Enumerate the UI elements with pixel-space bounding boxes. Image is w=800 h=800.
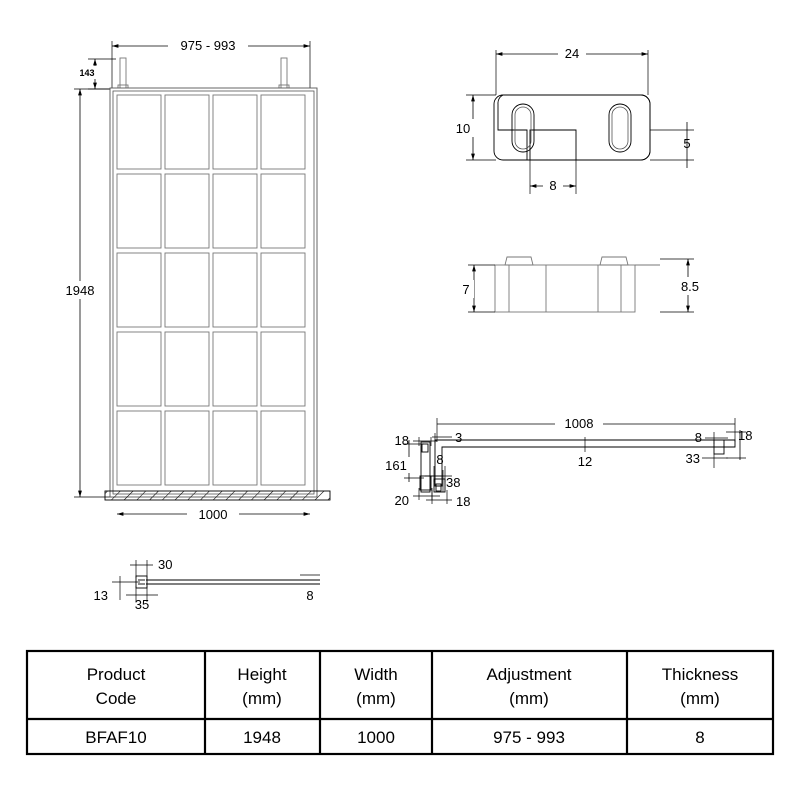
bracket-slot-right-inner: [611, 106, 629, 150]
dim-label-profile-top: 18: [395, 433, 409, 448]
dim-label-bg: [460, 280, 474, 298]
bracket-side-body: [494, 264, 636, 313]
dim-label-plan-total: 35: [135, 597, 149, 612]
dim-label-bracket-depth-right: 8.5: [681, 279, 699, 294]
spec-header-width-line1: Width: [354, 665, 397, 684]
glass-pane: [116, 173, 162, 249]
glass-pane: [260, 252, 306, 328]
glass-pane-grid: [116, 94, 306, 486]
glass-pane: [260, 410, 306, 486]
dim-label-arm-length: 1008: [565, 416, 594, 431]
dim-label-profile-base: 20: [395, 493, 409, 508]
spec-header-height-line2: (mm): [242, 689, 282, 708]
support-arm-end-block: [713, 439, 725, 455]
table-row: BFAF10 1948 1000 975 - 993 8: [85, 728, 704, 747]
dim-label-bg: [555, 414, 603, 432]
glass-pane: [212, 252, 258, 328]
spec-header-width-line2: (mm): [356, 689, 396, 708]
dim-label-arm-thickness: 3: [455, 430, 462, 445]
dim-label-bracket-offset: 143: [79, 68, 94, 78]
bracket-tab-right: [599, 256, 629, 266]
spec-cell-thickness: 8: [695, 728, 704, 747]
dim-label-bracket-notch: 8: [549, 178, 556, 193]
dim-label-bracket-step: 5: [683, 136, 690, 151]
dim-label-arm-right-c: 33: [686, 451, 700, 466]
spec-cell-product-code: BFAF10: [85, 728, 146, 747]
spec-table-border: [25, 649, 775, 756]
front-elevation-view: 975 - 993 143 1948: [58, 36, 331, 523]
dim-label-bg: [76, 66, 98, 79]
support-arm-foot: [433, 478, 446, 493]
spec-header-height-line1: Height: [237, 665, 286, 684]
dim-label-profile-height: 161: [385, 458, 407, 473]
dim-label-panel-height: 1948: [66, 283, 95, 298]
spec-header-product-code-line1: Product: [87, 665, 146, 684]
dim-label-bracket-width: 24: [565, 46, 579, 61]
dim-label-bg: [58, 281, 102, 299]
glass-pane: [116, 331, 162, 407]
bracket-tab-left: [504, 256, 534, 266]
dim-label-bg: [543, 176, 563, 194]
floor-hatching: [104, 490, 331, 501]
support-arm-foot-slot: [435, 483, 442, 492]
glass-pane: [164, 331, 210, 407]
glass-pane: [116, 94, 162, 170]
bracket-body-outline: [493, 94, 651, 161]
dim-label-bg: [676, 277, 704, 295]
spec-header-product-code-line2: Code: [96, 689, 137, 708]
dim-label-arm-right-b: 18: [738, 428, 752, 443]
spec-cell-adjustment: 975 - 993: [493, 728, 565, 747]
glass-pane: [212, 173, 258, 249]
glass-pane: [164, 173, 210, 249]
dim-label-bg: [382, 457, 410, 473]
spec-cell-height: 1948: [243, 728, 281, 747]
dim-label-adjustment: 975 - 993: [181, 38, 236, 53]
spec-header-thickness-line1: Thickness: [662, 665, 739, 684]
glass-pane: [260, 331, 306, 407]
support-arm-view: 3 1008 12 8 18 8 18 33: [426, 414, 752, 509]
dim-label-panel-width: 1000: [199, 507, 228, 522]
dim-label-plan-thickness: 8: [306, 588, 313, 603]
glass-pane: [164, 410, 210, 486]
dim-label-bg: [452, 119, 474, 137]
glass-pane: [164, 252, 210, 328]
wall-profile-view: 18 161 38 20: [382, 433, 460, 508]
dim-label-bracket-depth-left: 7: [462, 282, 469, 297]
glass-pane: [164, 94, 210, 170]
glass-pane: [116, 252, 162, 328]
wall-profile-body: [420, 441, 431, 493]
dim-label-arm-right-a: 8: [695, 430, 702, 445]
dim-label-arm-foot-width: 8: [436, 452, 443, 467]
plan-view-glass: 30 13 35 8: [94, 557, 320, 612]
glass-pane: [260, 94, 306, 170]
wall-profile-top-slot: [421, 443, 429, 453]
spec-header-thickness-line2: (mm): [680, 689, 720, 708]
dim-label-plan-channel: 30: [158, 557, 172, 572]
spec-cell-width: 1000: [357, 728, 395, 747]
glass-pane: [212, 94, 258, 170]
spec-header-adjustment-line1: Adjustment: [486, 665, 571, 684]
dim-label-profile-block: 38: [446, 475, 460, 490]
dim-label-plan-left: 13: [94, 588, 108, 603]
spec-table: Product Code Height (mm) Width (mm) Adju…: [25, 649, 775, 756]
bracket-slot-left-outer: [511, 103, 535, 153]
glass-pane: [260, 173, 306, 249]
bracket-slot-left-inner: [514, 106, 532, 150]
glass-pane: [116, 410, 162, 486]
bracket-slot-right-outer: [608, 103, 632, 153]
glass-pane: [212, 410, 258, 486]
spec-header-adjustment-line2: (mm): [509, 689, 549, 708]
bracket-outline-left: [497, 94, 651, 161]
dim-label-arm-foot-base: 18: [456, 494, 470, 509]
dim-label-arm-center: 12: [578, 454, 592, 469]
dim-label-bg: [187, 505, 239, 523]
dim-label-bg: [558, 44, 586, 62]
bracket-side-view: 7 8.5: [460, 256, 704, 313]
glass-pane: [212, 331, 258, 407]
dim-label-bracket-height: 10: [456, 121, 470, 136]
dim-label-bg: [168, 36, 248, 54]
bracket-front-view: 24 10 5 8: [452, 44, 694, 194]
